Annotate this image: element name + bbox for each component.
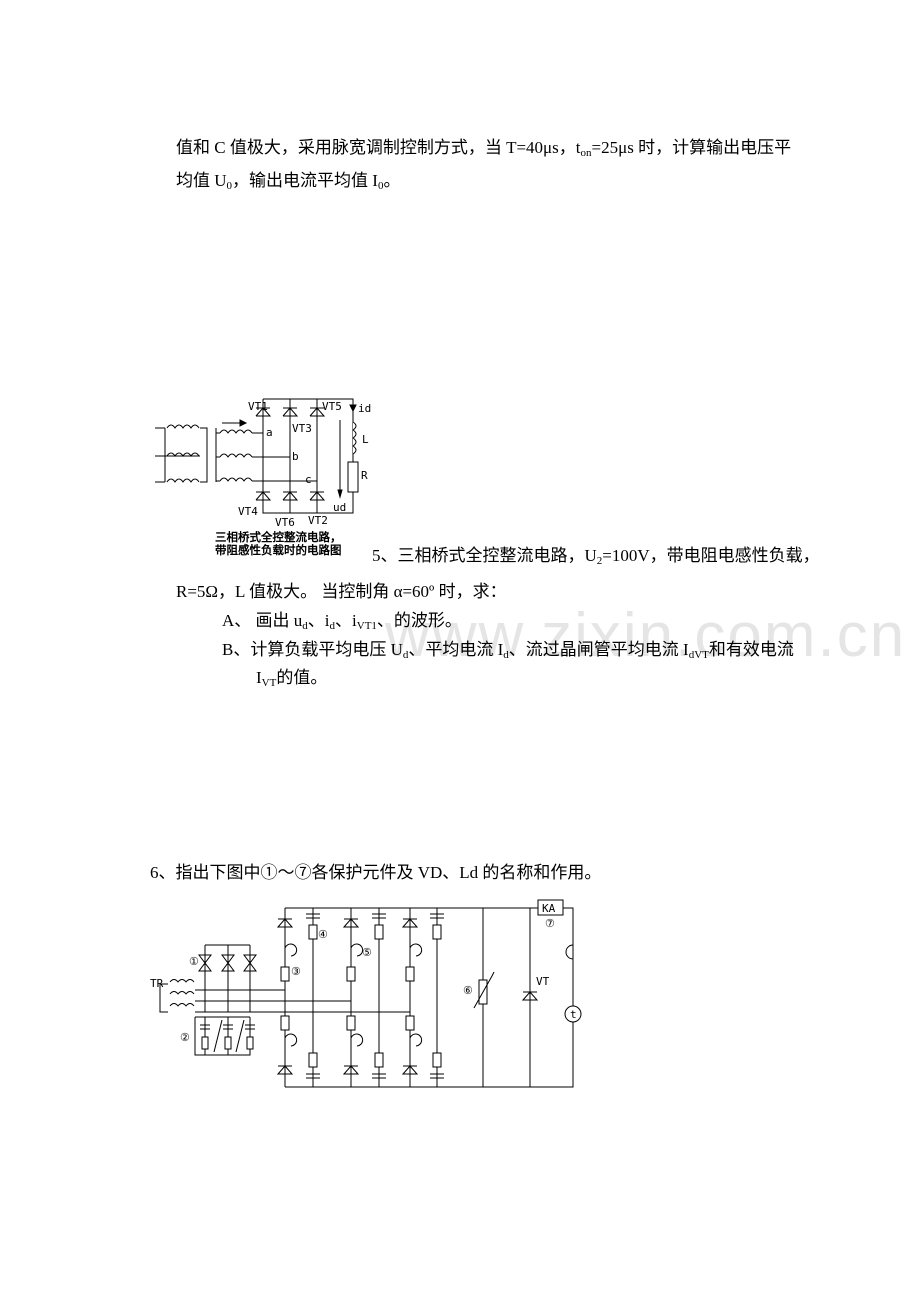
- label-vt1: VT1: [248, 400, 268, 413]
- label-id: id: [358, 402, 371, 415]
- caption-line: 三相桥式全控整流电路，: [215, 530, 342, 544]
- subscript: 2: [596, 555, 603, 567]
- subscript: on: [580, 147, 592, 159]
- label-vt4: VT4: [238, 505, 258, 518]
- text: 均值 U: [176, 171, 227, 190]
- label-1: ①: [189, 955, 199, 968]
- subscript: VT1: [356, 620, 377, 632]
- label-l: L: [362, 433, 369, 446]
- label-c: c: [305, 473, 312, 486]
- q4-line2: 均值 U0，输出电流平均值 I0。: [176, 171, 400, 196]
- text: B、计算负载平均电压 U: [222, 640, 403, 659]
- label-a: a: [266, 426, 273, 439]
- label-3: ③: [291, 965, 301, 978]
- label-vt: VT: [536, 975, 550, 988]
- text: 值和 C 值极大，采用脉宽调制控制方式，当 T=40μs，t: [176, 138, 581, 157]
- text: 、流过晶闸管平均电流 I: [508, 640, 689, 659]
- q5-part-a: A、 画出 ud、id、iVT1、的波形。: [222, 611, 462, 636]
- q5-line1: 5、三相桥式全控整流电路，U2=100V，带电阻电感性负载，: [372, 546, 820, 571]
- label-vt5: VT5: [322, 400, 342, 413]
- text: 、的波形。: [376, 611, 462, 630]
- label-vt2: VT2: [308, 514, 328, 527]
- label-tr: TR: [150, 977, 164, 990]
- q4-line1: 值和 C 值极大，采用脉宽调制控制方式，当 T=40μs，ton=25μs 时，…: [176, 138, 791, 163]
- svg-text:t: t: [570, 1008, 577, 1021]
- text: ，输出电流平均值 I: [232, 171, 378, 190]
- subscript: dVT: [688, 649, 709, 661]
- subscript: d: [302, 620, 308, 632]
- text: A、 画出 u: [222, 611, 303, 630]
- text: 、平均电流 I: [408, 640, 504, 659]
- text: 、i: [335, 611, 357, 630]
- thyristors-top: [255, 407, 326, 501]
- label-5: ⑤: [362, 946, 372, 959]
- q5-part-b-cont: IVT的值。: [256, 668, 327, 693]
- label-vt3: VT3: [292, 422, 312, 435]
- label-ka: KA: [542, 902, 556, 915]
- label-4: ④: [318, 928, 328, 941]
- label-7: ⑦: [545, 917, 555, 930]
- label-2: ②: [180, 1031, 190, 1044]
- label-ud: ud: [333, 501, 346, 514]
- figure-caption: 三相桥式全控整流电路，带阻感性负载时的电路图: [215, 531, 342, 557]
- subscript: d: [329, 620, 336, 632]
- text: 5、三相桥式全控整流电路，U: [372, 546, 597, 565]
- label-r: R: [361, 469, 368, 482]
- text: =25μs 时，计算输出电压平: [591, 138, 792, 157]
- ka-relay: [537, 899, 564, 916]
- text: I: [256, 668, 262, 687]
- watermark: www.zixin.com.cn: [385, 601, 907, 670]
- label-6: ⑥: [463, 984, 473, 997]
- subscript: VT: [261, 677, 277, 689]
- subscript: 0: [377, 180, 384, 192]
- text: 和有效电流: [708, 640, 794, 659]
- q5-line2: R=5Ω，L 值极大。 当控制角 α=60º 时，求：: [176, 582, 507, 601]
- q5-part-b: B、计算负载平均电压 Ud、平均电流 Id、流过晶闸管平均电流 IdVT和有效电…: [222, 640, 794, 665]
- text: =100V，带电阻电感性负载，: [602, 546, 820, 565]
- text: 、i: [307, 611, 330, 630]
- thyristors: [276, 918, 419, 1075]
- text: 的值。: [276, 668, 328, 687]
- text: 。: [383, 171, 401, 190]
- caption-line: 带阻感性负载时的电路图: [215, 543, 342, 557]
- subscript: d: [402, 649, 409, 661]
- q6-text: 6、指出下图中①～⑦各保护元件及 VD、Ld 的名称和作用。: [150, 863, 602, 882]
- subscript: 0: [226, 180, 233, 192]
- subscript: d: [503, 649, 509, 661]
- label-b: b: [292, 450, 299, 463]
- label-vt6: VT6: [275, 516, 295, 529]
